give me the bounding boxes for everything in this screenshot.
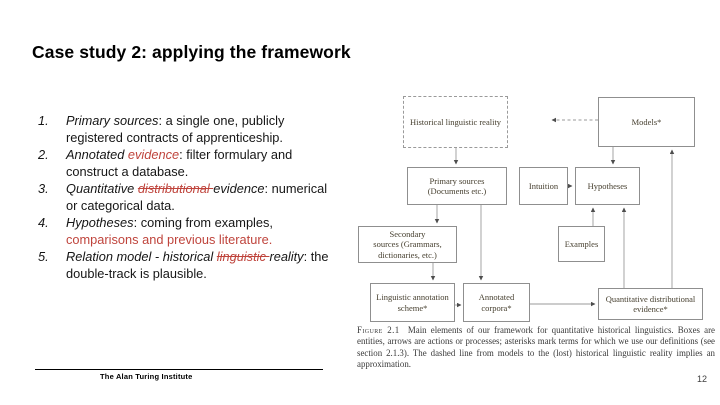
figure-box-las: Linguistic annotation scheme* xyxy=(370,283,455,322)
list-item-number: 3. xyxy=(38,181,49,196)
figure-box-secondary: Secondary sources (Grammars, dictionarie… xyxy=(358,226,457,263)
figure-box-models: Models* xyxy=(598,97,695,147)
figure-box-primary: Primary sources (Documents etc.) xyxy=(407,167,507,205)
list-item-text: Relation model - historical linguistic r… xyxy=(66,248,338,282)
text-segment: Quantitative xyxy=(66,181,138,196)
list-item-text: Primary sources: a single one, publicly … xyxy=(66,112,338,146)
text-segment: distributional xyxy=(137,181,214,196)
list-item-number: 5. xyxy=(38,249,49,264)
figure-arrows xyxy=(430,117,675,308)
figure-caption-label: Figure 2.1 xyxy=(357,325,400,335)
list-item-number: 2. xyxy=(38,147,49,162)
figure-box-hypotheses: Hypotheses xyxy=(575,167,640,205)
framework-figure: Figure 2.1 Main elements of our framewor… xyxy=(355,85,717,385)
figure-box-intuition: Intuition xyxy=(519,167,568,205)
text-segment: Relation model - historical xyxy=(66,249,217,264)
figure-box-qde: Quantitative distributional evidence* xyxy=(598,288,703,320)
footer-divider xyxy=(35,369,323,370)
page-number: 12 xyxy=(697,374,708,384)
text-segment: Annotated xyxy=(66,147,128,162)
text-segment: Hypotheses xyxy=(66,215,134,230)
list-item-text: Annotated evidence: filter formulary and… xyxy=(66,146,338,180)
text-segment: : filter formulary and construct a datab… xyxy=(66,147,293,179)
figure-box-corpora: Annotated corpora* xyxy=(463,283,530,322)
footer-label: The Alan Turing Institute xyxy=(100,372,193,381)
text-segment: linguistic xyxy=(216,249,270,264)
figure-box-examples: Examples xyxy=(558,226,605,262)
figure-caption: Figure 2.1 Main elements of our framewor… xyxy=(357,325,715,371)
text-segment: : coming from examples, xyxy=(133,215,273,230)
figure-box-hlr: Historical linguistic reality xyxy=(403,96,508,148)
text-segment: comparisons and previous literature. xyxy=(66,232,273,247)
text-segment: : a single one, publicly registered cont… xyxy=(66,113,285,145)
list-item-number: 1. xyxy=(38,113,49,128)
text-segment: Primary sources xyxy=(66,113,159,128)
text-segment: evidence xyxy=(213,181,265,196)
list-item: 3. Quantitative distributional evidence: … xyxy=(38,180,338,214)
numbered-list: 1. Primary sources: a single one, publicl… xyxy=(38,112,338,282)
figure-caption-text: Main elements of our framework for quant… xyxy=(357,325,715,370)
list-item-number: 4. xyxy=(38,215,49,230)
list-item: 2. Annotated evidence: filter formulary a… xyxy=(38,146,338,180)
text-segment: : the double-track is plausible. xyxy=(66,249,329,281)
slide-title: Case study 2: applying the framework xyxy=(32,42,351,62)
text-segment: evidence xyxy=(127,147,180,162)
text-segment: : numerical or categorical data. xyxy=(66,181,328,213)
list-item: 4. Hypotheses: coming from examples, comp… xyxy=(38,214,338,248)
list-item: 1. Primary sources: a single one, publicl… xyxy=(38,112,338,146)
text-segment: reality xyxy=(269,249,304,264)
list-item: 5. Relation model - historical linguistic… xyxy=(38,248,338,282)
list-item-text: Quantitative distributional evidence: nu… xyxy=(66,180,338,214)
list-item-text: Hypotheses: coming from examples, compar… xyxy=(66,214,338,248)
